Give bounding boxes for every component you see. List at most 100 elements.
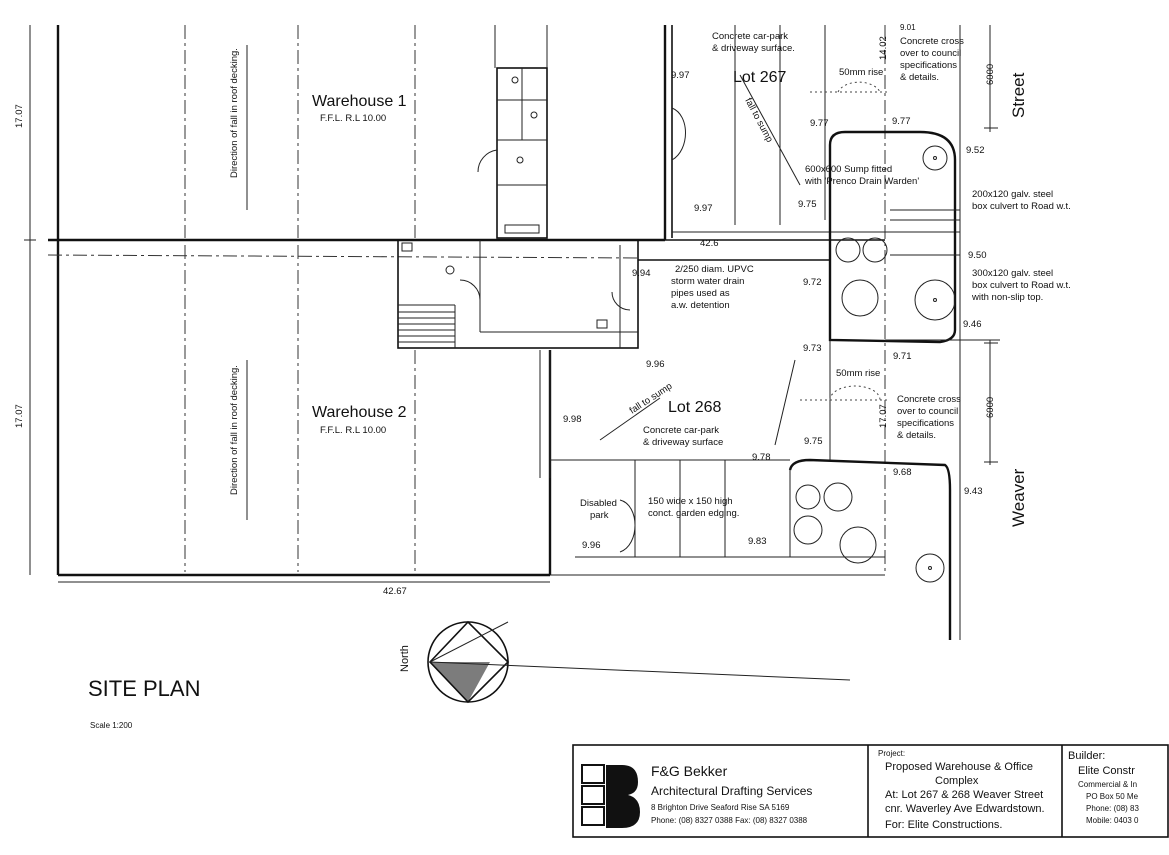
dim-bottom: 42.67 xyxy=(383,586,407,597)
level-14: 9.98 xyxy=(563,414,582,425)
note-cross2-l1: Concrete cross xyxy=(897,394,961,405)
note-rise-1: 50mm rise xyxy=(839,67,883,78)
note-cross1-l4: & details. xyxy=(900,72,939,83)
lot-268-surface-2: & driveway surface xyxy=(643,437,723,448)
lot-267-name: Lot 267 xyxy=(733,69,786,86)
level-17: 9.68 xyxy=(893,467,912,478)
warehouse-2-fall-note: Direction of fall in roof decking. xyxy=(229,365,240,495)
warehouse-2-name: Warehouse 2 xyxy=(312,404,407,421)
level-6: 9.75 xyxy=(798,199,817,210)
level-15: 9.75 xyxy=(804,436,823,447)
tb-project-heading: Project: xyxy=(878,749,905,758)
dimension-lines xyxy=(24,25,1000,583)
drawing-scale: Scale 1:200 xyxy=(90,721,133,730)
note-edging-l1: 150 wide x 150 high xyxy=(648,496,733,507)
drawing-title: SITE PLAN xyxy=(88,676,200,701)
dim-crossover-upper: 6000 xyxy=(985,64,996,85)
tb-builder-l1: Elite Constr xyxy=(1078,765,1135,777)
level-8: 9.94 xyxy=(632,268,651,279)
note-culvert2-l3: with non-slip top. xyxy=(971,292,1043,303)
lot-267-surface-1: Concrete car-park xyxy=(712,31,788,42)
note-cross2-l2: over to council xyxy=(897,406,958,417)
tb-builder-l3: PO Box 50 Me xyxy=(1086,792,1139,801)
note-culvert2-l1: 300x120 galv. steel xyxy=(972,268,1053,279)
street-kerb xyxy=(890,25,961,640)
level-5: 9.52 xyxy=(966,145,985,156)
level-4: 9.77 xyxy=(892,116,911,127)
note-culvert1-l1: 200x120 galv. steel xyxy=(972,189,1053,200)
warehouse-1-outline xyxy=(48,25,667,242)
tb-service: Architectural Drafting Services xyxy=(651,784,812,798)
level-7: 9.50 xyxy=(968,250,987,261)
lot-268-surface-1: Concrete car-park xyxy=(643,425,719,436)
note-cross2-l3: specifications xyxy=(897,418,954,429)
note-cross2-l4: & details. xyxy=(897,430,936,441)
fall-arrows xyxy=(246,45,801,520)
tb-firm: F&G Bekker xyxy=(651,763,728,779)
tb-address: 8 Brighton Drive Seaford Rise SA 5169 xyxy=(651,803,790,812)
north-label: North xyxy=(399,645,411,672)
title-block-frame xyxy=(572,744,1169,838)
level-10: 9.46 xyxy=(963,319,982,330)
dim-left-upper: 17.07 xyxy=(14,104,25,128)
note-sump-l2: with 'Prenco Drain Warden' xyxy=(804,176,919,187)
lot-267-surface-2: & driveway surface. xyxy=(712,43,795,54)
note-pvc-l4: a.w. detention xyxy=(671,300,730,311)
warehouse-1-name: Warehouse 1 xyxy=(312,93,407,110)
weaver-label: Weaver xyxy=(1009,468,1028,527)
warehouse-1-ffl: F.F.L. R.L 10.00 xyxy=(320,113,386,124)
office-block xyxy=(397,239,639,349)
tb-builder-l4: Phone: (08) 83 xyxy=(1086,804,1139,813)
tb-project-l4: cnr. Waverley Ave Edwardstown. xyxy=(885,803,1045,815)
tb-builder-l5: Mobile: 0403 0 xyxy=(1086,816,1139,825)
tb-project-l5: For: Elite Constructions. xyxy=(885,819,1002,831)
level-19: 9.96 xyxy=(582,540,601,551)
tb-builder-l2: Commercial & In xyxy=(1078,780,1137,789)
tb-builder-heading: Builder: xyxy=(1068,750,1105,762)
note-pvc-l3: pipes used as xyxy=(671,288,730,299)
lot-267-fall: fall to sump xyxy=(742,96,775,144)
level-13: 9.96 xyxy=(646,359,665,370)
warehouse-2-ffl: F.F.L. R.L 10.00 xyxy=(320,425,386,436)
note-culvert2-l2: box culvert to Road w.t. xyxy=(972,280,1071,291)
note-sump-l1: 600x600 Sump fitted xyxy=(805,164,892,175)
lot-268-name: Lot 268 xyxy=(668,399,721,416)
level-1: 9.97 xyxy=(671,70,690,81)
lot-268-boundary xyxy=(539,239,890,576)
level-20: 9.83 xyxy=(748,536,767,547)
level-18: 9.43 xyxy=(964,486,983,497)
level-12: 9.71 xyxy=(893,351,912,362)
north-arrow xyxy=(427,620,851,704)
street-label: Street xyxy=(1009,72,1028,118)
dim-right-lower: 17.07 xyxy=(878,404,889,428)
note-pvc-l2: storm water drain xyxy=(671,276,744,287)
lot-267-boundary xyxy=(671,25,960,575)
level-11: 9.73 xyxy=(803,343,822,354)
dim-right-upper: 14.02 xyxy=(878,36,889,60)
note-edging-l2: conct. garden edging. xyxy=(648,508,739,519)
note-culvert1-l2: box culvert to Road w.t. xyxy=(972,201,1071,212)
tb-project-l2: Complex xyxy=(935,775,979,787)
note-rise-2: 50mm rise xyxy=(836,368,880,379)
note-disabled-l1: Disabled xyxy=(580,498,617,509)
level-3: 9.77 xyxy=(810,118,829,129)
tb-phone: Phone: (08) 8327 0388 Fax: (08) 8327 038… xyxy=(651,816,808,825)
tb-project-l3: At: Lot 267 & 268 Weaver Street xyxy=(885,789,1043,801)
dim-top-partial: 9.01 xyxy=(900,23,916,32)
note-cross1-l2: over to council xyxy=(900,48,961,59)
note-pvc-l1: 2/250 diam. UPVC xyxy=(675,264,754,275)
note-cross1-l1: Concrete cross xyxy=(900,36,964,47)
dim-crossover-lower: 6000 xyxy=(985,397,996,418)
tb-project-l1: Proposed Warehouse & Office xyxy=(885,761,1033,773)
warehouse-1-fall-note: Direction of fall in roof decking. xyxy=(229,48,240,178)
dim-left-lower: 17.07 xyxy=(14,404,25,428)
level-16: 9.78 xyxy=(752,452,771,463)
level-9: 9.72 xyxy=(803,277,822,288)
note-cross1-l3: specifications xyxy=(900,60,957,71)
note-disabled-l2: park xyxy=(590,510,609,521)
toilet-block xyxy=(477,25,548,239)
dim-mid: 42.6 xyxy=(700,238,719,249)
level-2: 9.97 xyxy=(694,203,713,214)
